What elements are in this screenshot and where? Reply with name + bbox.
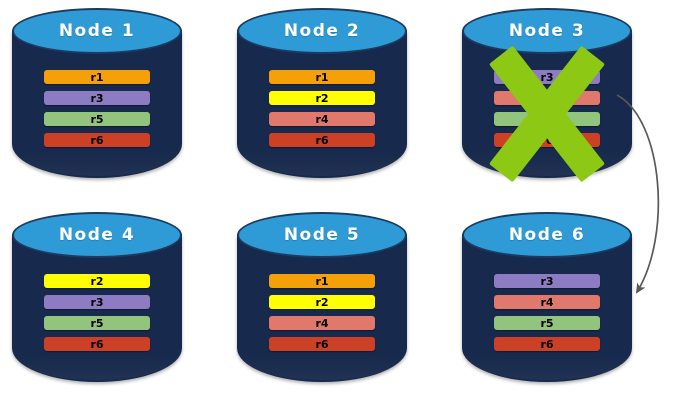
- node-title: Node 5: [283, 224, 361, 245]
- replica-label: r5: [90, 316, 104, 330]
- node-title: Node 4: [58, 224, 136, 245]
- replica-label: r5: [90, 112, 104, 126]
- replica-stripe[interactable]: r5: [44, 316, 150, 330]
- replica-label: r3: [540, 274, 554, 288]
- replica-list: r1 r3 r5 r6: [44, 70, 150, 147]
- replica-label: r1: [90, 70, 104, 84]
- replica-stripe[interactable]: r3: [494, 274, 600, 288]
- replica-stripe[interactable]: r6: [44, 337, 150, 351]
- replica-label: r2: [90, 274, 104, 288]
- replica-stripe[interactable]: r5: [494, 316, 600, 330]
- replica-label: r1: [315, 70, 329, 84]
- replica-stripe[interactable]: r6: [269, 133, 375, 147]
- node-title: Node 1: [58, 20, 136, 41]
- replica-label: r2: [315, 295, 329, 309]
- replica-stripe[interactable]: r2: [269, 295, 375, 309]
- node-title: Node 3: [508, 20, 586, 41]
- replica-label: r6: [540, 133, 554, 147]
- cylinder-top: Node 2: [237, 8, 407, 54]
- replica-stripe[interactable]: r1: [44, 70, 150, 84]
- replica-label: r6: [90, 337, 104, 351]
- replica-stripe[interactable]: r4: [494, 91, 600, 105]
- replica-label: r5: [540, 112, 554, 126]
- cylinder-top: Node 1: [12, 8, 182, 54]
- replica-stripe[interactable]: r4: [494, 295, 600, 309]
- replica-label: r3: [90, 295, 104, 309]
- replica-stripe[interactable]: r5: [494, 112, 600, 126]
- replica-label: r2: [315, 91, 329, 105]
- node-title: Node 6: [508, 224, 586, 245]
- replica-stripe[interactable]: r4: [269, 112, 375, 126]
- replica-label: r3: [540, 70, 554, 84]
- replica-list: r3 r4 r5 r6: [494, 70, 600, 147]
- replica-stripe[interactable]: r6: [494, 133, 600, 147]
- replica-label: r6: [90, 133, 104, 147]
- replica-label: r6: [315, 133, 329, 147]
- node-cylinder-node-3[interactable]: Node 3 r3 r4 r5 r6: [462, 8, 632, 184]
- replica-label: r6: [540, 337, 554, 351]
- replica-stripe[interactable]: r3: [494, 70, 600, 84]
- replica-label: r4: [540, 91, 554, 105]
- node-cylinder-node-4[interactable]: Node 4 r2 r3 r5 r6: [12, 212, 182, 388]
- cylinder-top: Node 5: [237, 212, 407, 258]
- replica-stripe[interactable]: r2: [269, 91, 375, 105]
- replica-stripe[interactable]: r1: [269, 70, 375, 84]
- replica-stripe[interactable]: r6: [44, 133, 150, 147]
- replica-stripe[interactable]: r4: [269, 316, 375, 330]
- replica-label: r6: [315, 337, 329, 351]
- replica-label: r1: [315, 274, 329, 288]
- cylinder-body: [12, 30, 182, 178]
- replica-label: r4: [315, 112, 329, 126]
- replica-list: r3 r4 r5 r6: [494, 274, 600, 351]
- node-cylinder-node-1[interactable]: Node 1 r1 r3 r5 r6: [12, 8, 182, 184]
- replica-stripe[interactable]: r3: [44, 91, 150, 105]
- replica-stripe[interactable]: r3: [44, 295, 150, 309]
- replica-label: r4: [540, 295, 554, 309]
- replica-stripe[interactable]: r6: [494, 337, 600, 351]
- replica-label: r5: [540, 316, 554, 330]
- replica-stripe[interactable]: r1: [269, 274, 375, 288]
- replica-list: r2 r3 r5 r6: [44, 274, 150, 351]
- replica-stripe[interactable]: r6: [269, 337, 375, 351]
- cylinder-top: Node 4: [12, 212, 182, 258]
- replica-stripe[interactable]: r2: [44, 274, 150, 288]
- node-cylinder-node-6[interactable]: Node 6 r3 r4 r5 r6: [462, 212, 632, 388]
- replica-list: r1 r2 r4 r6: [269, 274, 375, 351]
- replica-label: r4: [315, 316, 329, 330]
- node-cylinder-node-2[interactable]: Node 2 r1 r2 r4 r6: [237, 8, 407, 184]
- cylinder-top: Node 6: [462, 212, 632, 258]
- replica-label: r3: [90, 91, 104, 105]
- node-title: Node 2: [283, 20, 361, 41]
- replica-stripe[interactable]: r5: [44, 112, 150, 126]
- node-cylinder-node-5[interactable]: Node 5 r1 r2 r4 r6: [237, 212, 407, 388]
- cylinder-top: Node 3: [462, 8, 632, 54]
- replica-list: r1 r2 r4 r6: [269, 70, 375, 147]
